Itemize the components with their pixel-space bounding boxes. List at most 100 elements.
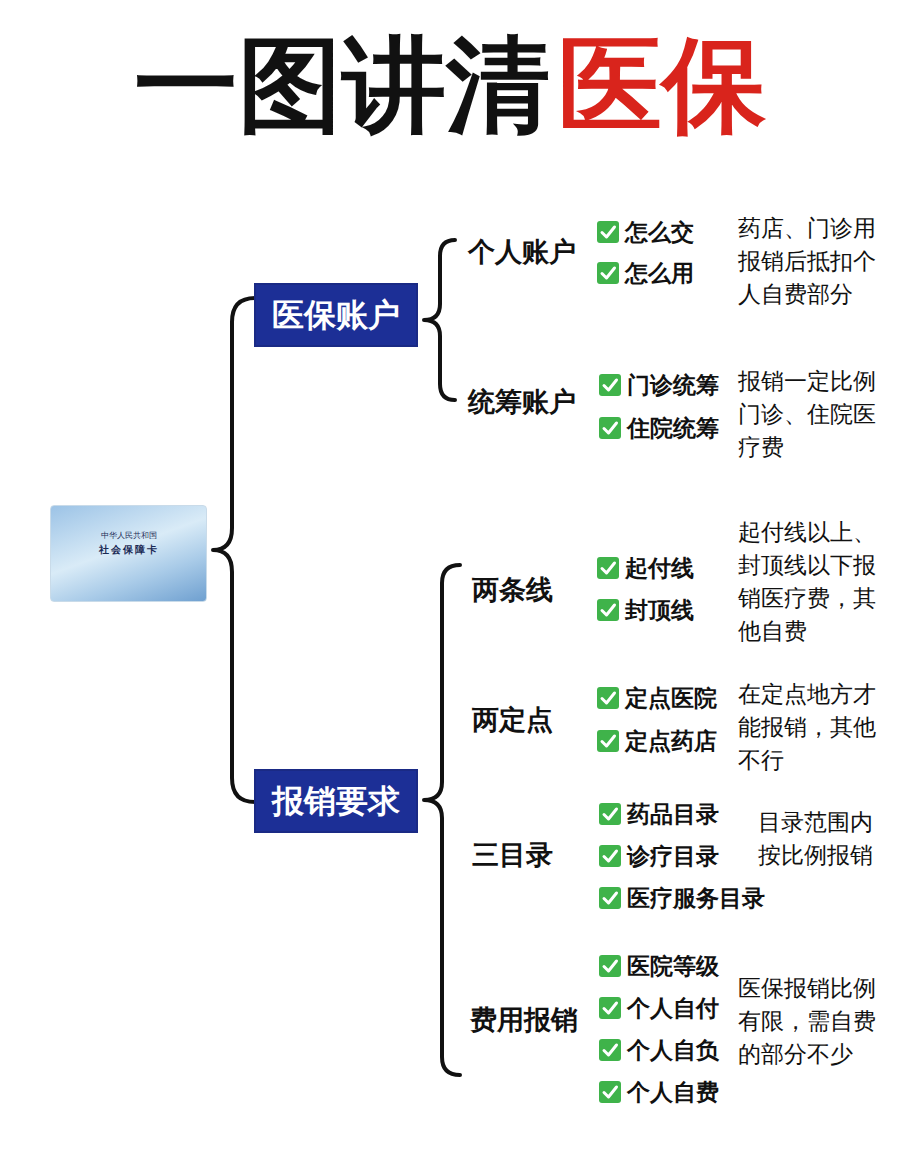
check-icon — [598, 1038, 622, 1062]
check-text: 医院等级 — [627, 951, 719, 981]
check-item: 医院等级 — [598, 951, 719, 981]
description: 起付线以上、封顶线以下报销医疗费，其他自费 — [738, 516, 890, 648]
card-name: 社会保障卡 — [51, 544, 206, 556]
check-text: 住院统筹 — [627, 413, 719, 443]
check-box — [599, 1081, 621, 1103]
check-box — [597, 730, 619, 752]
check-box — [597, 262, 619, 284]
check-item: 个人自付 — [598, 993, 719, 1023]
sub-heading: 两条线 — [472, 573, 553, 607]
sub-heading: 个人账户 — [468, 235, 576, 269]
category-box: 报销要求 — [254, 769, 418, 833]
check-icon — [596, 686, 620, 710]
check-text: 个人自付 — [627, 993, 719, 1023]
card-country: 中华人民共和国 — [51, 531, 206, 541]
check-mark — [602, 563, 615, 573]
check-text: 起付线 — [625, 553, 694, 583]
check-text: 个人自费 — [627, 1077, 719, 1107]
check-box — [599, 887, 621, 909]
check-box — [599, 1039, 621, 1061]
check-mark — [604, 961, 617, 971]
check-mark — [604, 380, 617, 390]
check-mark — [604, 1003, 617, 1013]
social-security-card: 中华人民共和国社会保障卡 — [50, 505, 207, 602]
check-item: 医疗服务目录 — [598, 883, 765, 913]
check-icon — [596, 220, 620, 244]
check-item: 怎么交 — [596, 217, 694, 247]
title-highlight: 医保 — [558, 28, 766, 142]
title-row: 一图讲清医保 — [0, 28, 900, 142]
box-label: 医保账户 — [272, 293, 400, 337]
check-text: 封顶线 — [625, 595, 694, 625]
check-mark — [602, 693, 615, 703]
sub-heading: 两定点 — [472, 703, 553, 737]
check-box — [597, 557, 619, 579]
check-mark — [602, 736, 615, 746]
check-item: 定点医院 — [596, 683, 717, 713]
check-item: 诊疗目录 — [598, 841, 719, 871]
check-mark — [602, 227, 615, 237]
description: 报销一定比例门诊、住院医疗费 — [738, 365, 890, 464]
check-mark — [604, 893, 617, 903]
check-box — [599, 955, 621, 977]
check-mark — [602, 605, 615, 615]
sub-heading: 统筹账户 — [468, 385, 576, 419]
check-icon — [598, 996, 622, 1020]
check-mark — [602, 268, 615, 278]
account-bracket — [424, 240, 455, 400]
check-item: 门诊统筹 — [598, 370, 719, 400]
check-icon — [598, 1080, 622, 1104]
description: 药店、门诊用报销后抵扣个人自费部分 — [738, 212, 890, 311]
check-item: 个人自负 — [598, 1035, 719, 1065]
check-box — [599, 417, 621, 439]
check-text: 怎么交 — [625, 217, 694, 247]
check-item: 药品目录 — [598, 799, 719, 829]
check-box — [599, 845, 621, 867]
description: 医保报销比例有限，需自费的部分不少 — [738, 972, 890, 1071]
check-text: 个人自负 — [627, 1035, 719, 1065]
check-mark — [604, 851, 617, 861]
check-box — [597, 221, 619, 243]
check-text: 定点医院 — [625, 683, 717, 713]
check-icon — [598, 954, 622, 978]
check-box — [597, 687, 619, 709]
check-icon — [596, 556, 620, 580]
description: 目录范围内按比例报销 — [758, 806, 886, 872]
check-text: 怎么用 — [625, 258, 694, 288]
check-item: 起付线 — [596, 553, 694, 583]
check-icon — [598, 844, 622, 868]
title: 一图讲清 — [134, 28, 550, 142]
check-item: 住院统筹 — [598, 413, 719, 443]
check-icon — [596, 729, 620, 753]
check-mark — [604, 423, 617, 433]
check-box — [599, 997, 621, 1019]
check-text: 定点药店 — [625, 726, 717, 756]
check-mark — [604, 1087, 617, 1097]
box-label: 报销要求 — [272, 779, 400, 823]
check-item: 封顶线 — [596, 595, 694, 625]
sub-heading: 三目录 — [472, 838, 553, 872]
check-box — [599, 374, 621, 396]
check-text: 医疗服务目录 — [627, 883, 765, 913]
check-icon — [598, 373, 622, 397]
category-box: 医保账户 — [254, 283, 418, 347]
check-text: 门诊统筹 — [627, 370, 719, 400]
description: 在定点地方才能报销，其他不行 — [738, 678, 890, 777]
check-mark — [604, 1045, 617, 1055]
check-icon — [598, 416, 622, 440]
sub-heading: 费用报销 — [470, 1003, 578, 1037]
main-bracket — [213, 298, 255, 802]
requirement-bracket — [424, 565, 460, 1075]
check-box — [599, 803, 621, 825]
check-icon — [598, 802, 622, 826]
check-text: 诊疗目录 — [627, 841, 719, 871]
check-icon — [596, 598, 620, 622]
check-mark — [604, 809, 617, 819]
check-icon — [596, 261, 620, 285]
check-text: 药品目录 — [627, 799, 719, 829]
check-item: 怎么用 — [596, 258, 694, 288]
check-item: 个人自费 — [598, 1077, 719, 1107]
check-icon — [598, 886, 622, 910]
check-box — [597, 599, 619, 621]
